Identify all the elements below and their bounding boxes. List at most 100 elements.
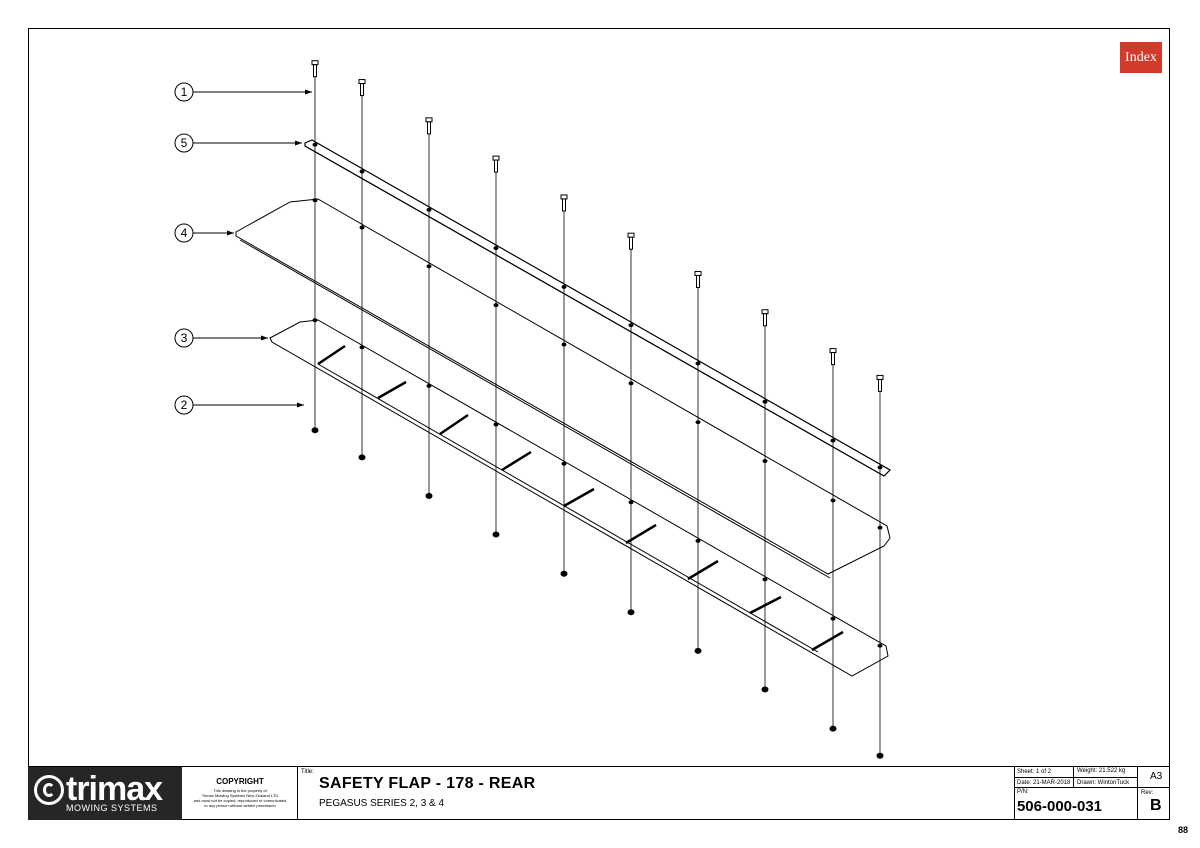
bolt-shank — [494, 159, 498, 173]
bolt-head — [761, 309, 769, 315]
bolt-shank — [763, 313, 767, 327]
bolt-shank — [313, 64, 317, 78]
strip-hole — [628, 323, 634, 328]
callout-number: 1 — [181, 85, 188, 99]
flap-hole — [312, 318, 318, 323]
drawing-title: SAFETY FLAP - 178 - REAR — [319, 775, 536, 792]
callout-number: 4 — [181, 226, 188, 240]
part-number: 506-000-031 — [1016, 798, 1103, 815]
strip-hole — [561, 284, 567, 289]
flap-plate-edge — [239, 239, 831, 579]
logo-subtitle: MOWING SYSTEMS — [66, 803, 158, 813]
clamp-strip — [304, 139, 891, 477]
copyright-line: Trimax Mowing Systems New Zealand LTD — [201, 793, 279, 798]
index-button[interactable]: Index — [1120, 42, 1162, 73]
flap-slit — [749, 595, 782, 615]
copyright-notice: COPYRIGHT This drawing is the property o… — [183, 767, 298, 820]
lock-nut — [560, 570, 568, 577]
flap-hole — [359, 345, 365, 350]
lock-nut — [425, 492, 433, 499]
bolt-head — [425, 117, 433, 123]
strip-hole — [695, 361, 701, 366]
pn-label: P/N: — [1015, 788, 1138, 820]
flap-slit — [563, 487, 595, 508]
bolt-head — [694, 270, 702, 276]
bolt-head — [560, 194, 568, 200]
leader-arrow-icon — [305, 89, 312, 95]
copyright-text: This drawing is the property of Trimax M… — [183, 788, 297, 808]
flap-slit — [439, 413, 469, 436]
bolt-head — [311, 60, 319, 66]
bolt-shank — [696, 274, 700, 288]
plate-hole — [695, 420, 701, 425]
date-field: Date: 21-MAR-2018 — [1015, 778, 1074, 788]
plate-hole — [762, 459, 768, 464]
plate-hole — [830, 498, 836, 503]
callout-number: 3 — [181, 331, 188, 345]
flap-hole — [426, 383, 432, 388]
title-cell: Title: SAFETY FLAP - 178 - REAR PEGASUS … — [299, 767, 1015, 820]
leader-arrow-icon — [297, 402, 304, 408]
bolt-head — [358, 79, 366, 85]
bolt-head — [627, 232, 635, 238]
strip-hole — [493, 246, 499, 251]
strip-hole — [762, 399, 768, 404]
bolt-shank — [629, 236, 633, 250]
bolt-shank — [562, 198, 566, 212]
bolt-head — [829, 348, 837, 354]
leader-arrow-icon — [295, 140, 302, 146]
lock-nut — [694, 647, 702, 654]
flap-hole — [561, 461, 567, 466]
lock-nut — [627, 609, 635, 616]
lock-nut — [358, 454, 366, 461]
copyright-line: and must not be copied, reproduced or co… — [193, 798, 287, 803]
leader-arrow-icon — [227, 230, 234, 236]
flap-hole — [762, 577, 768, 582]
title-label: Title: — [301, 769, 314, 775]
logo-mark-icon — [34, 775, 64, 805]
plate-hole — [493, 303, 499, 308]
strip-hole — [312, 142, 318, 147]
plate-hole — [359, 225, 365, 230]
plate-hole — [628, 381, 634, 386]
strip-hole — [877, 465, 883, 470]
callout-number: 2 — [181, 398, 188, 412]
flap-plate — [235, 198, 891, 575]
flap-slit — [687, 559, 719, 581]
drawn-field: Drawn: WintonTuck — [1074, 778, 1138, 788]
copyright-line: to any person without written permission — [204, 803, 276, 808]
copyright-title: COPYRIGHT — [216, 777, 264, 786]
lock-nut — [311, 427, 319, 434]
revision-value: B — [1150, 797, 1162, 814]
rubber-flap — [269, 319, 889, 677]
bolt-shank — [360, 83, 364, 97]
flap-slit — [377, 380, 407, 400]
size-cell — [1138, 767, 1170, 788]
bolt-head — [876, 374, 884, 380]
plate-hole — [561, 342, 567, 347]
drawing-subtitle: PEGASUS SERIES 2, 3 & 4 — [319, 798, 445, 809]
page-number: 88 — [1178, 825, 1189, 835]
lock-nut — [876, 752, 884, 759]
callout-number: 5 — [181, 136, 188, 150]
flap-fold-line — [317, 363, 819, 653]
flap-hole — [695, 538, 701, 543]
leader-arrow-icon — [261, 335, 268, 341]
clamp-strip-edge — [304, 145, 885, 477]
flap-slit — [625, 523, 657, 545]
logo-word: trimax — [66, 770, 163, 808]
sheet-field: Sheet: 1 of 2 — [1015, 767, 1074, 778]
weight-field: Weight: 21.522 kg — [1074, 767, 1138, 778]
strip-hole — [426, 207, 432, 212]
flap-slit — [317, 344, 346, 366]
flap-hole — [877, 643, 883, 648]
rev-label: Rev: — [1141, 790, 1154, 796]
flap-hole — [830, 616, 836, 621]
bolt-shank — [831, 352, 835, 366]
plate-hole — [877, 525, 883, 530]
lock-nut — [829, 725, 837, 732]
flap-hole — [493, 422, 499, 427]
strip-hole — [359, 169, 365, 174]
flap-slit — [811, 630, 844, 652]
